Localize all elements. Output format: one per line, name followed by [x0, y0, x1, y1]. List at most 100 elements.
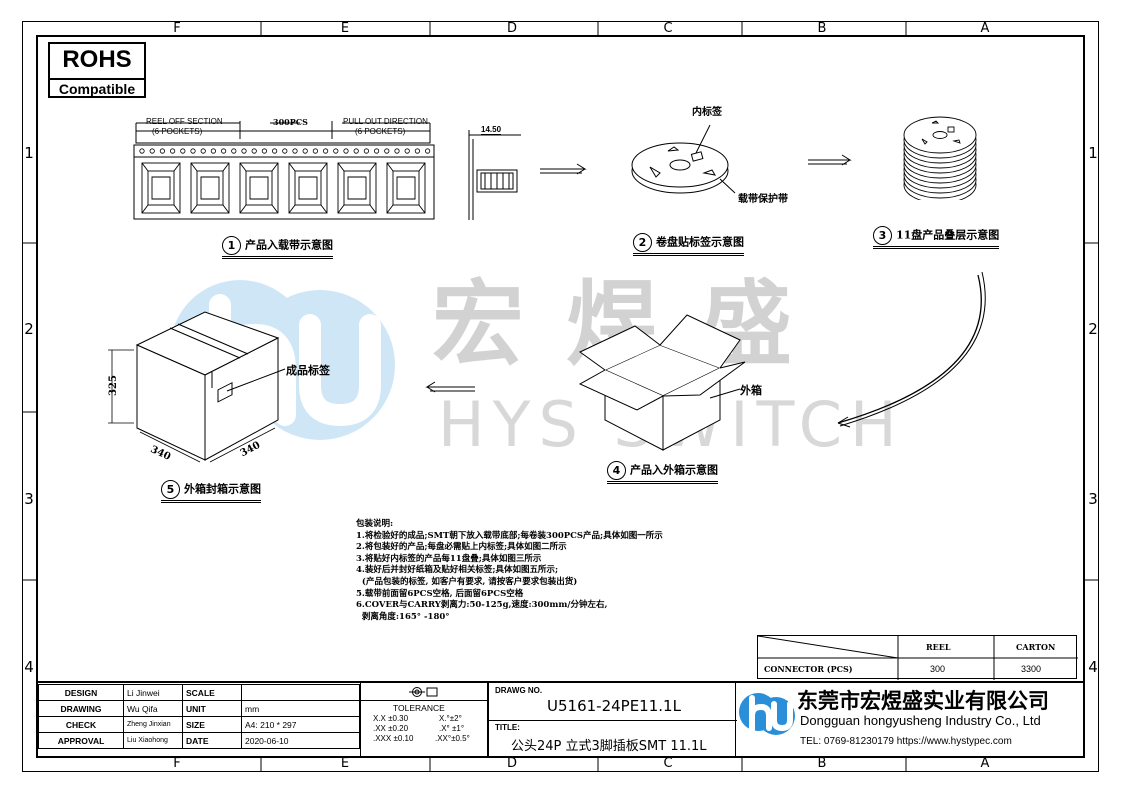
sprocket-hole: [414, 148, 420, 154]
note-line: 5.载带前面留6PCS空格, 后面留6PCS空格: [356, 588, 524, 599]
company-logo-icon: [739, 693, 795, 735]
tape-pocket: [190, 162, 230, 214]
tape-dimension: 14.50: [481, 125, 502, 135]
open-box-drawing: [578, 314, 746, 451]
tape-pocket: [288, 162, 328, 214]
sprocket-hole: [312, 148, 318, 154]
company-name-en: Dongguan hongyusheng Industry Co., Ltd: [800, 713, 1041, 728]
zone-right-2: 2: [1088, 320, 1098, 338]
tolerance-linear: X.X ±0.30: [373, 714, 409, 723]
name-cell: Li Jinwei: [123, 684, 183, 701]
sprocket-hole: [282, 148, 288, 154]
finished-label-text: 成品标签: [286, 364, 330, 377]
tape-reel-off-label: REEL OFF SECTION: [146, 117, 223, 126]
zone-bottom-b: B: [817, 756, 827, 771]
qty-row-label: CONNECTOR (PCS): [764, 664, 853, 674]
sprocket-hole: [292, 148, 298, 154]
note-line: 4.装好后并封好纸箱及贴好相关标签;具体如图五所示;: [356, 565, 559, 576]
tolerance-angular: .X° ±1°: [439, 724, 465, 733]
drawing-number: U5161-24PE11.1L: [547, 697, 681, 715]
stacked-reels-drawing: [903, 116, 977, 200]
sprocket-hole: [363, 148, 369, 154]
note-line: 3.将贴好内标签的产品每11盘叠;具体如图三所示: [356, 553, 542, 564]
sprocket-hole: [323, 148, 329, 154]
sprocket-hole: [251, 148, 257, 154]
note-line: 2.将包装好的产品;每盘必需贴上内标签;具体如图二所示: [356, 542, 567, 553]
zone-left-3: 3: [24, 490, 34, 508]
outer-box-text: 外箱: [740, 384, 762, 397]
zone-right-4: 4: [1088, 658, 1098, 676]
tape-pocket: [141, 162, 181, 214]
sprocket-hole: [374, 148, 380, 154]
role-cell: DRAWING: [38, 700, 124, 717]
role-cell: DESIGN: [38, 684, 124, 701]
sprocket-hole: [169, 148, 176, 154]
value-cell: A4: 210 * 297: [241, 716, 360, 733]
tape-pocket: [386, 162, 426, 214]
sprocket-hole: [333, 148, 339, 154]
zone-top-c: C: [663, 21, 673, 36]
zone-left-4: 4: [24, 658, 34, 676]
zone-top-b: B: [817, 21, 827, 36]
tape-protect-text: 载带保护带: [738, 194, 788, 205]
tolerance-label: TOLERANCE: [393, 703, 445, 713]
sprocket-hole: [200, 148, 206, 154]
signature-table: DESIGN Li Jinwei SCALE DRAWING Wu Qifa U…: [38, 684, 360, 749]
tolerance-block: TOLERANCE X.X ±0.30 X.°±2° .XX ±0.20 .X°…: [360, 682, 489, 758]
drawg-no-label: DRAWG NO.: [495, 686, 543, 695]
name-cell: Wu Qifa: [123, 700, 183, 717]
zone-top-a: A: [980, 21, 990, 36]
sprocket-hole: [353, 148, 359, 154]
sprocket-hole: [231, 148, 237, 154]
sprocket-hole: [394, 148, 400, 154]
name-cell: Zheng Jinxian: [123, 716, 183, 733]
zone-bottom-d: D: [506, 756, 517, 771]
zone-left-2: 2: [24, 320, 34, 338]
title-label: TITLE:: [495, 723, 520, 732]
zone-right-3: 3: [1088, 490, 1098, 508]
drawing-outer-frame: [22, 21, 1099, 772]
sprocket-hole: [384, 148, 390, 154]
packaging-notes: 包装说明: 1.将检验好的成品;SMT朝下放入载带底部;每卷装300PCS产品;…: [356, 519, 663, 623]
zone-bottom-a: A: [980, 756, 990, 771]
sprocket-hole: [159, 148, 166, 154]
zone-top-d: D: [506, 21, 517, 36]
outer-box-leader: [709, 388, 741, 399]
tape-reel-off-pockets: (6 POCKETS): [152, 127, 203, 136]
key-cell: DATE: [182, 732, 242, 749]
sprocket-hole: [221, 148, 227, 154]
note-line: 包装说明:: [356, 519, 394, 529]
value-cell: mm: [241, 700, 360, 717]
tolerance-linear: .XX ±0.20: [373, 724, 409, 733]
zone-bottom-f: F: [173, 756, 181, 771]
key-cell: UNIT: [182, 700, 242, 717]
rohs-badge: ROHS Compatible: [48, 42, 146, 98]
zone-bottom-e: E: [340, 756, 350, 771]
drawing-title: 公头24P 立式3脚插板SMT 11.1L: [511, 739, 707, 754]
sprocket-hole: [272, 148, 278, 154]
drawing-info-block: DRAWG NO. U5161-24PE11.1L TITLE: 公头24P 立…: [488, 682, 737, 758]
role-cell: CHECK: [38, 716, 124, 733]
box-height-dim: 325: [107, 375, 119, 396]
zone-top-e: E: [340, 21, 350, 36]
zone-bottom-c: C: [663, 756, 673, 771]
tape-pocket: [337, 162, 377, 214]
reel-drawing: [631, 124, 736, 194]
rohs-title: ROHS: [62, 46, 132, 73]
sprocket-hole: [424, 148, 431, 154]
projection-symbol-icon: [409, 687, 438, 697]
tape-pull-out-pockets: (6 POCKETS): [355, 127, 406, 136]
sprocket-hole: [190, 148, 196, 154]
rohs-subtitle: Compatible: [50, 78, 144, 97]
sprocket-hole: [180, 148, 186, 154]
closed-box-drawing: [108, 311, 280, 463]
note-line: 剥离角度:165° -180°: [356, 611, 450, 622]
tolerance-linear: .XXX ±0.10: [373, 734, 414, 743]
